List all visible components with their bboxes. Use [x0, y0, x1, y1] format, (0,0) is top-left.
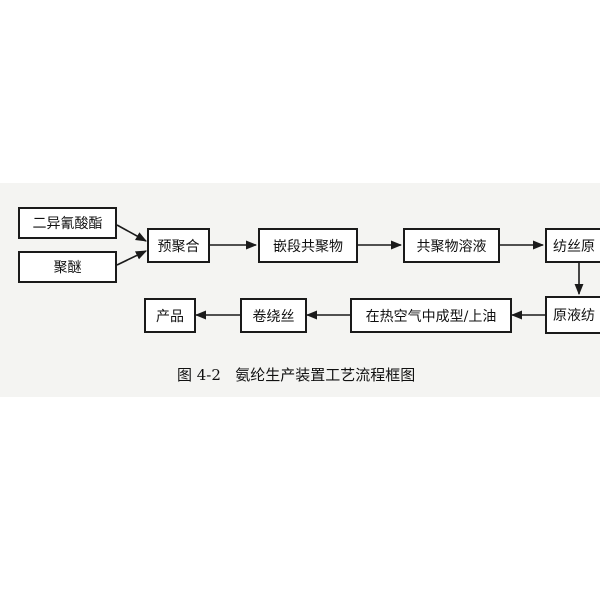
- node-prepolymerize: 预聚合: [147, 228, 210, 263]
- node-hot-air-forming: 在热空气中成型/上油: [350, 298, 512, 333]
- node-diisocyanate: 二异氰酸酯: [18, 207, 117, 239]
- arrow-polyether-to-prepolymerize: [116, 250, 148, 266]
- node-product: 产品: [144, 298, 196, 333]
- figure-caption: 图 4-2 氨纶生产装置工艺流程框图: [177, 366, 416, 384]
- node-polyether: 聚醚: [18, 251, 117, 283]
- node-stock-solution: 原液纺: [545, 296, 600, 334]
- arrow-diisocyanate-to-prepolymerize: [116, 224, 147, 242]
- node-winding: 卷绕丝: [240, 298, 307, 333]
- node-block-copolymer: 嵌段共聚物: [258, 228, 358, 263]
- node-copolymer-solution: 共聚物溶液: [403, 228, 500, 263]
- node-spinning-stock: 纺丝原: [545, 228, 600, 263]
